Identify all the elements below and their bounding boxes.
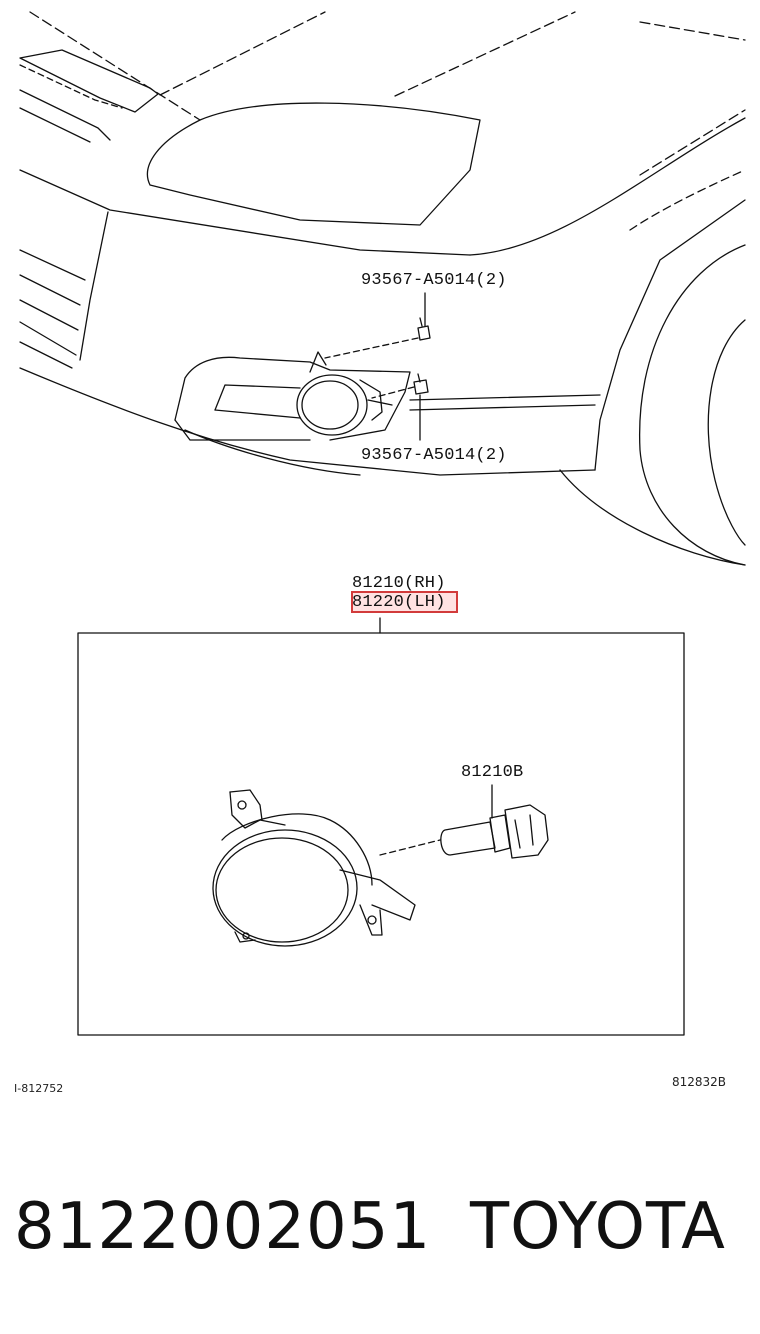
bulb-icon	[440, 784, 549, 859]
assembly-detail-box	[77, 617, 685, 1036]
part-number: 8122002051	[14, 1190, 432, 1264]
fog-lamp-detail-view	[212, 789, 441, 947]
fog-lamp-installed-view	[296, 351, 393, 436]
car-front-bumper-illustration	[19, 11, 746, 566]
lamp-lh-label[interactable]: 81220(LH)	[352, 593, 446, 612]
bolt-upper-icon	[417, 317, 431, 341]
bolt-lower-label: 93567-A5014(2)	[361, 446, 507, 465]
ref-code-right: 812832B	[672, 1075, 727, 1089]
lamp-lh-highlight	[351, 591, 458, 613]
bolt-upper-label: 93567-A5014(2)	[361, 271, 507, 290]
lamp-rh-label: 81210(RH)	[352, 574, 446, 593]
bulb-label: 81210B	[461, 763, 524, 782]
brand-name: TOYOTA	[470, 1190, 726, 1264]
ref-code-left: I-812752	[14, 1082, 64, 1095]
bolt-lower-icon	[413, 373, 429, 395]
